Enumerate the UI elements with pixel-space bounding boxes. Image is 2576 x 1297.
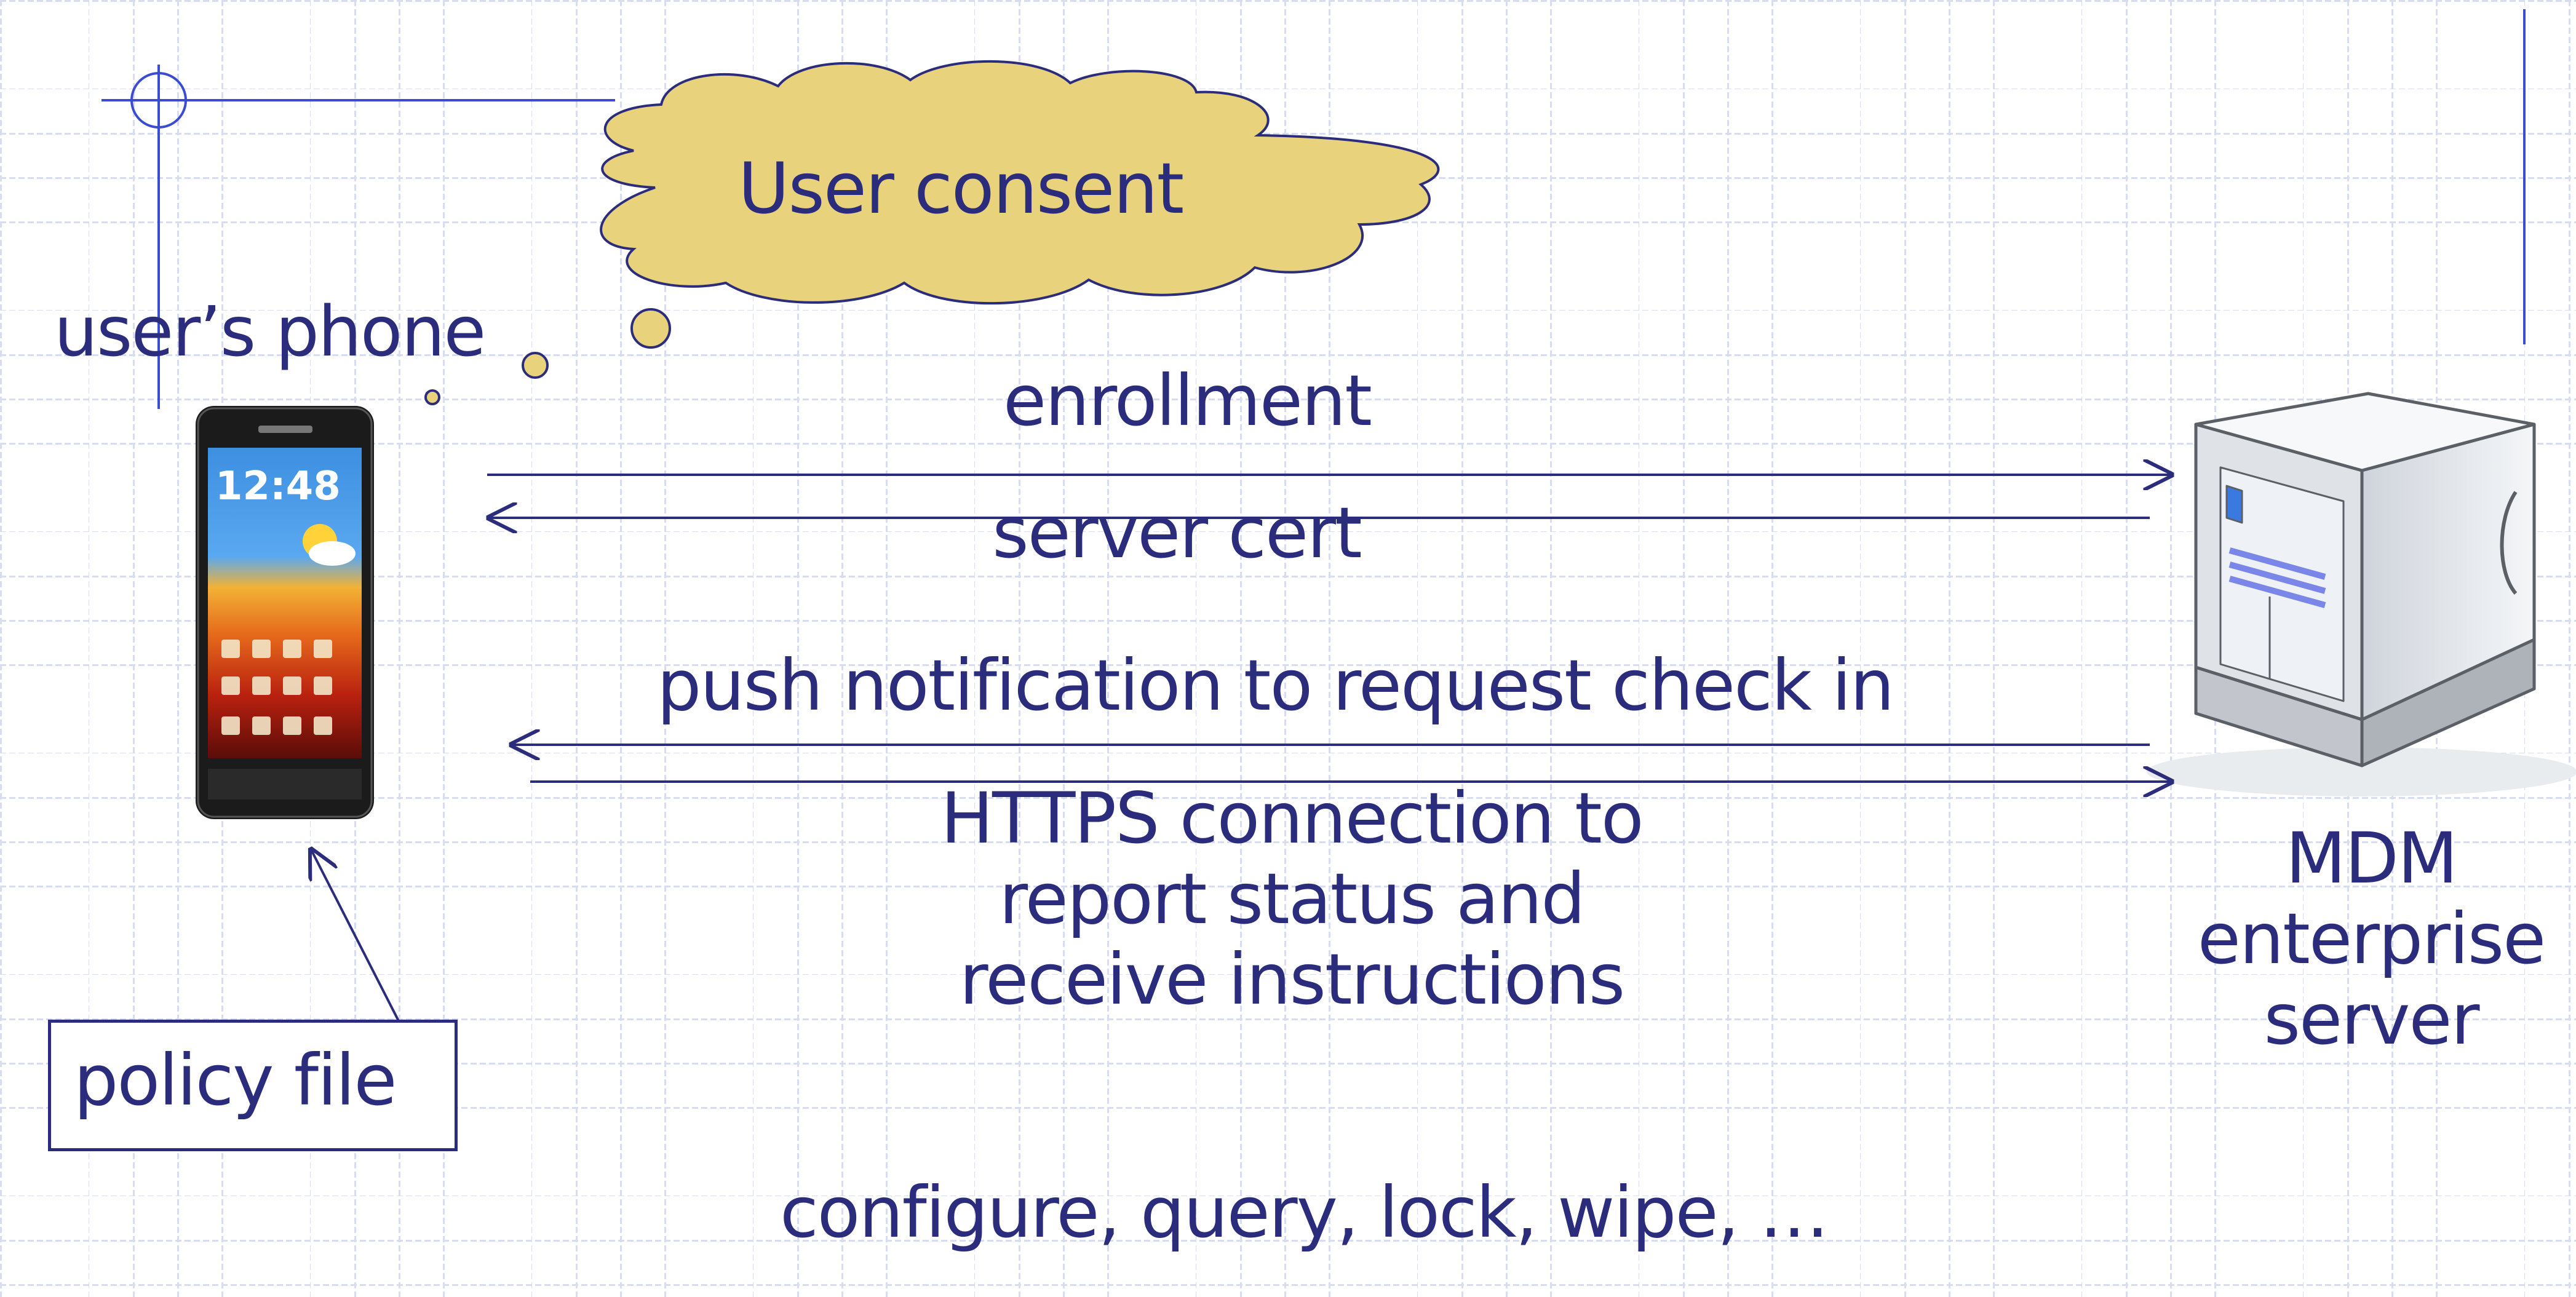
server-label-line-1: MDM [2285,817,2458,899]
smartphone-icon: 12:48 [196,406,374,819]
https-line-2: report status and [999,858,1585,940]
server-icon [2147,392,2576,796]
https-connection-label: HTTPS connection to report status and re… [940,777,1644,1021]
push-notification-label: push notification to request check in [656,645,1894,726]
slide-accent-lines [101,9,2526,409]
server-label: MDM enterprise server [2197,817,2546,1061]
server-cert-label: server cert [992,492,1362,574]
server-label-line-2: enterprise [2197,898,2546,980]
thought-cloud-icon [424,60,1440,405]
policy-file-box [48,1020,458,1151]
message-arrows [311,475,2173,1021]
https-line-3: receive instructions [959,938,1625,1021]
policy-file-label: policy file [74,1039,397,1121]
https-line-1: HTTPS connection to [940,777,1644,859]
svg-text:12:48: 12:48 [215,464,341,509]
enrollment-label: enrollment [1003,360,1372,442]
phone-label: user’s phone [54,292,486,372]
accent-crosshair-circle [130,72,187,129]
user-consent-text: User consent [738,148,1184,229]
server-label-line-3: server [2264,978,2480,1061]
policy-file-pointer-arrow [311,849,400,1021]
commands-label: configure, query, lock, wipe, … [779,1172,1829,1253]
